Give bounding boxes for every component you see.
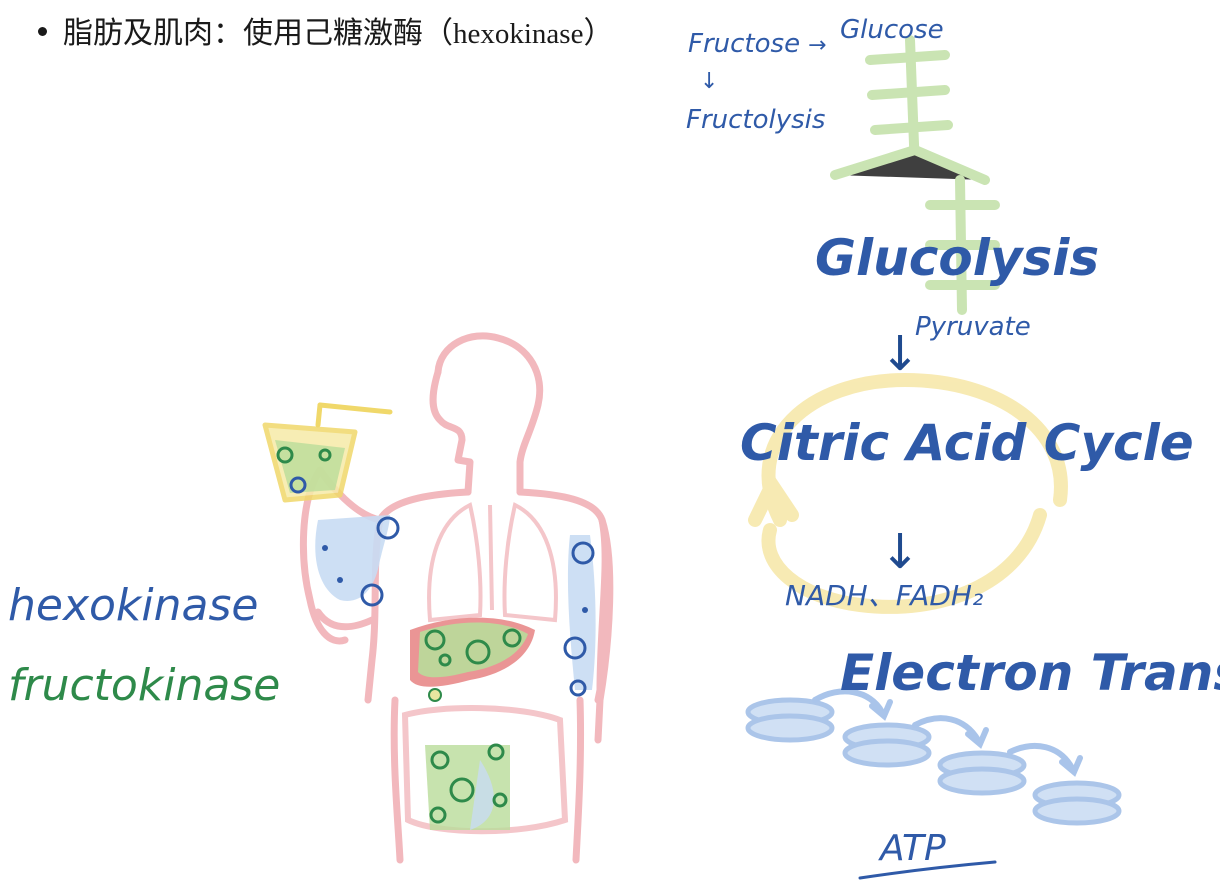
lungs [429,505,556,620]
arrow-down-icon-2: ↓ [880,524,920,580]
fructokinase-label: fructokinase [8,660,280,711]
citric-acid-cycle-label: Citric Acid Cycle [740,414,1194,472]
electron-transport-label: Electron Transport [840,644,1220,702]
fructolysis-label: Fructolysis [686,105,825,135]
fructose-label: Fructose [688,29,800,59]
pyruvate-label: Pyruvate [915,312,1031,342]
liver [410,618,535,701]
hexokinase-label: hexokinase [8,580,258,631]
atp-label: ATP [878,828,946,869]
glycolysis-label: Glucolysis [815,229,1099,287]
nadh-fadh2-label: NADH、FADH₂ [785,579,983,612]
cup [265,405,390,500]
arrow-down-small-icon: ↓ [700,69,718,94]
intestines [405,708,565,831]
glucose-label: Glucose [840,15,944,45]
arrow-right-icon: → [808,33,826,58]
